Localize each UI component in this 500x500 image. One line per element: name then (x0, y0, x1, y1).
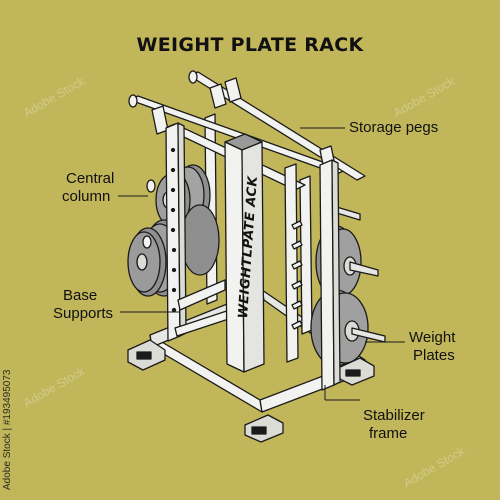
central-column-text-2: column (62, 188, 111, 205)
central-column-label: Central column (62, 170, 114, 206)
diagram-title: WEIGHT PLATE RACK (136, 34, 364, 56)
stabilizer-frame-label: Stabilizer frame (363, 407, 425, 443)
weight-plates-label: Weight Plates (409, 329, 455, 365)
base-supports-text-2: Supports (53, 305, 114, 322)
leader-lines (118, 127, 405, 401)
base-supports-label: Base Supports (53, 287, 113, 323)
right-rear-upright (284, 163, 303, 363)
central-column-text-1: Central (66, 170, 115, 187)
central-column (224, 133, 265, 373)
stabilizer-frame-text-2: frame (369, 425, 408, 442)
storage-pegs-text: Storage pegs (349, 119, 439, 136)
stabilizer-frame-text-1: Stabilizer (363, 407, 425, 424)
storage-pegs-label: Storage pegs (349, 119, 438, 137)
left-front-upright (165, 122, 187, 342)
stock-id: Adobe Stock | #193495073 (2, 369, 13, 490)
weight-plates-text-1: Weight (409, 329, 456, 346)
base-supports-text-1: Base (63, 287, 98, 304)
right-front-upright (319, 159, 341, 391)
weight-plates-text-2: Plates (413, 347, 455, 364)
